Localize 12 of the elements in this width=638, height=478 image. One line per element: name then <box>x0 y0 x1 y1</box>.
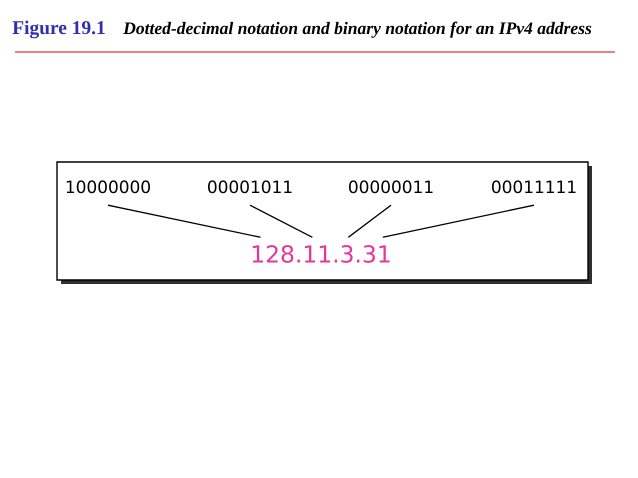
decimal-address: 128.11.3.31 <box>252 245 390 263</box>
binary-octet: 00011111 <box>492 180 576 194</box>
connector-line <box>348 204 392 238</box>
address-box <box>56 161 592 284</box>
connector-line <box>250 204 313 238</box>
binary-octet: 00000011 <box>349 180 433 194</box>
figure-caption: Dotted-decimal notation and binary notation for an IPv4 address <box>123 22 592 38</box>
binary-octet: 10000000 <box>66 180 150 194</box>
connector-line <box>108 204 261 238</box>
binary-octet: 00001011 <box>208 180 292 194</box>
figure-number: Figure 19.1 <box>12 20 105 38</box>
connector-line <box>382 204 534 238</box>
